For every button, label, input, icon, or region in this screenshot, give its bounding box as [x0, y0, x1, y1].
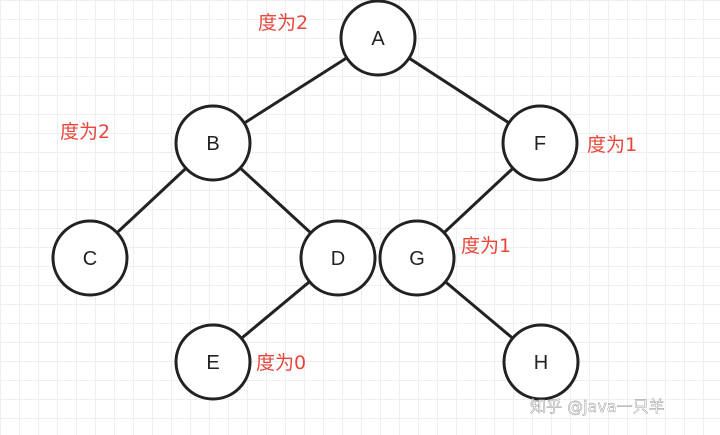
node-label: G [409, 248, 425, 270]
node-circle [501, 104, 579, 182]
tree-node-g: G [378, 219, 456, 297]
node-label: E [206, 352, 219, 374]
node-label: C [83, 248, 97, 270]
tree-node-d: D [299, 219, 377, 297]
node-label: D [331, 248, 345, 270]
node-circle [174, 104, 252, 182]
tree-node-f: F [501, 104, 579, 182]
edges-layer [88, 36, 542, 364]
tree-node-e: E [174, 323, 252, 401]
annotation-degree-g: 度为1 [461, 235, 511, 257]
annotation-degree-e: 度为0 [256, 352, 306, 374]
node-circle [299, 219, 377, 297]
tree-node-b: B [174, 104, 252, 182]
node-circle [174, 323, 252, 401]
node-circle [339, 0, 417, 77]
annotation-degree-b: 度为2 [60, 121, 110, 143]
node-label: B [206, 133, 219, 155]
tree-node-h: H [502, 323, 580, 401]
node-label: H [534, 352, 548, 374]
node-circle [502, 323, 580, 401]
annotation-degree-f: 度为1 [587, 134, 637, 156]
tree-node-a: A [339, 0, 417, 77]
node-circle [51, 219, 129, 297]
node-circle [378, 219, 456, 297]
nodes-layer: A B F C D G E H [51, 0, 580, 401]
node-label: A [371, 28, 385, 50]
annotation-degree-a: 度为2 [258, 12, 308, 34]
tree-node-c: C [51, 219, 129, 297]
watermark: 知乎 @java一只羊 [530, 397, 665, 416]
node-label: F [534, 133, 546, 155]
